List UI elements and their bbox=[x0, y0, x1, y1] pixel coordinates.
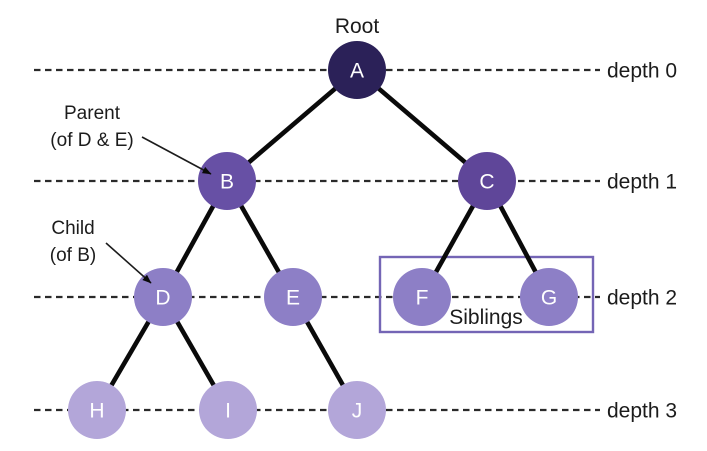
node-label-A: A bbox=[350, 60, 364, 83]
child-annotation-arrow-icon bbox=[105, 242, 152, 284]
node-G bbox=[520, 268, 578, 326]
node-label-C: C bbox=[479, 171, 494, 194]
parent-annotation-line2: (of D & E) bbox=[50, 130, 133, 151]
siblings-annotation-label: Siblings bbox=[449, 306, 523, 329]
node-label-F: F bbox=[416, 287, 429, 310]
node-E bbox=[264, 268, 322, 326]
siblings-box bbox=[378, 255, 595, 334]
root-annotation-label: Root bbox=[335, 15, 380, 38]
node-label-I: I bbox=[225, 400, 231, 423]
node-label-D: D bbox=[155, 287, 170, 310]
node-H bbox=[68, 381, 126, 439]
depth-label-1: depth 1 bbox=[607, 171, 677, 194]
node-label-B: B bbox=[220, 171, 234, 194]
node-J bbox=[328, 381, 386, 439]
node-B bbox=[198, 152, 256, 210]
node-I bbox=[199, 381, 257, 439]
child-annotation-line2: (of B) bbox=[50, 245, 96, 266]
child-annotation-line1: Child bbox=[51, 218, 94, 239]
node-F bbox=[393, 268, 451, 326]
depth-label-0: depth 0 bbox=[607, 60, 677, 83]
node-label-G: G bbox=[541, 287, 557, 310]
node-label-H: H bbox=[89, 400, 104, 423]
node-label-E: E bbox=[286, 287, 300, 310]
parent-annotation-arrow-icon bbox=[141, 136, 212, 175]
depth-label-3: depth 3 bbox=[607, 400, 677, 423]
node-A bbox=[328, 41, 386, 99]
depth-label-2: depth 2 bbox=[607, 287, 677, 310]
parent-annotation-line1: Parent bbox=[64, 103, 121, 124]
node-C bbox=[458, 152, 516, 210]
node-label-J: J bbox=[352, 400, 363, 423]
